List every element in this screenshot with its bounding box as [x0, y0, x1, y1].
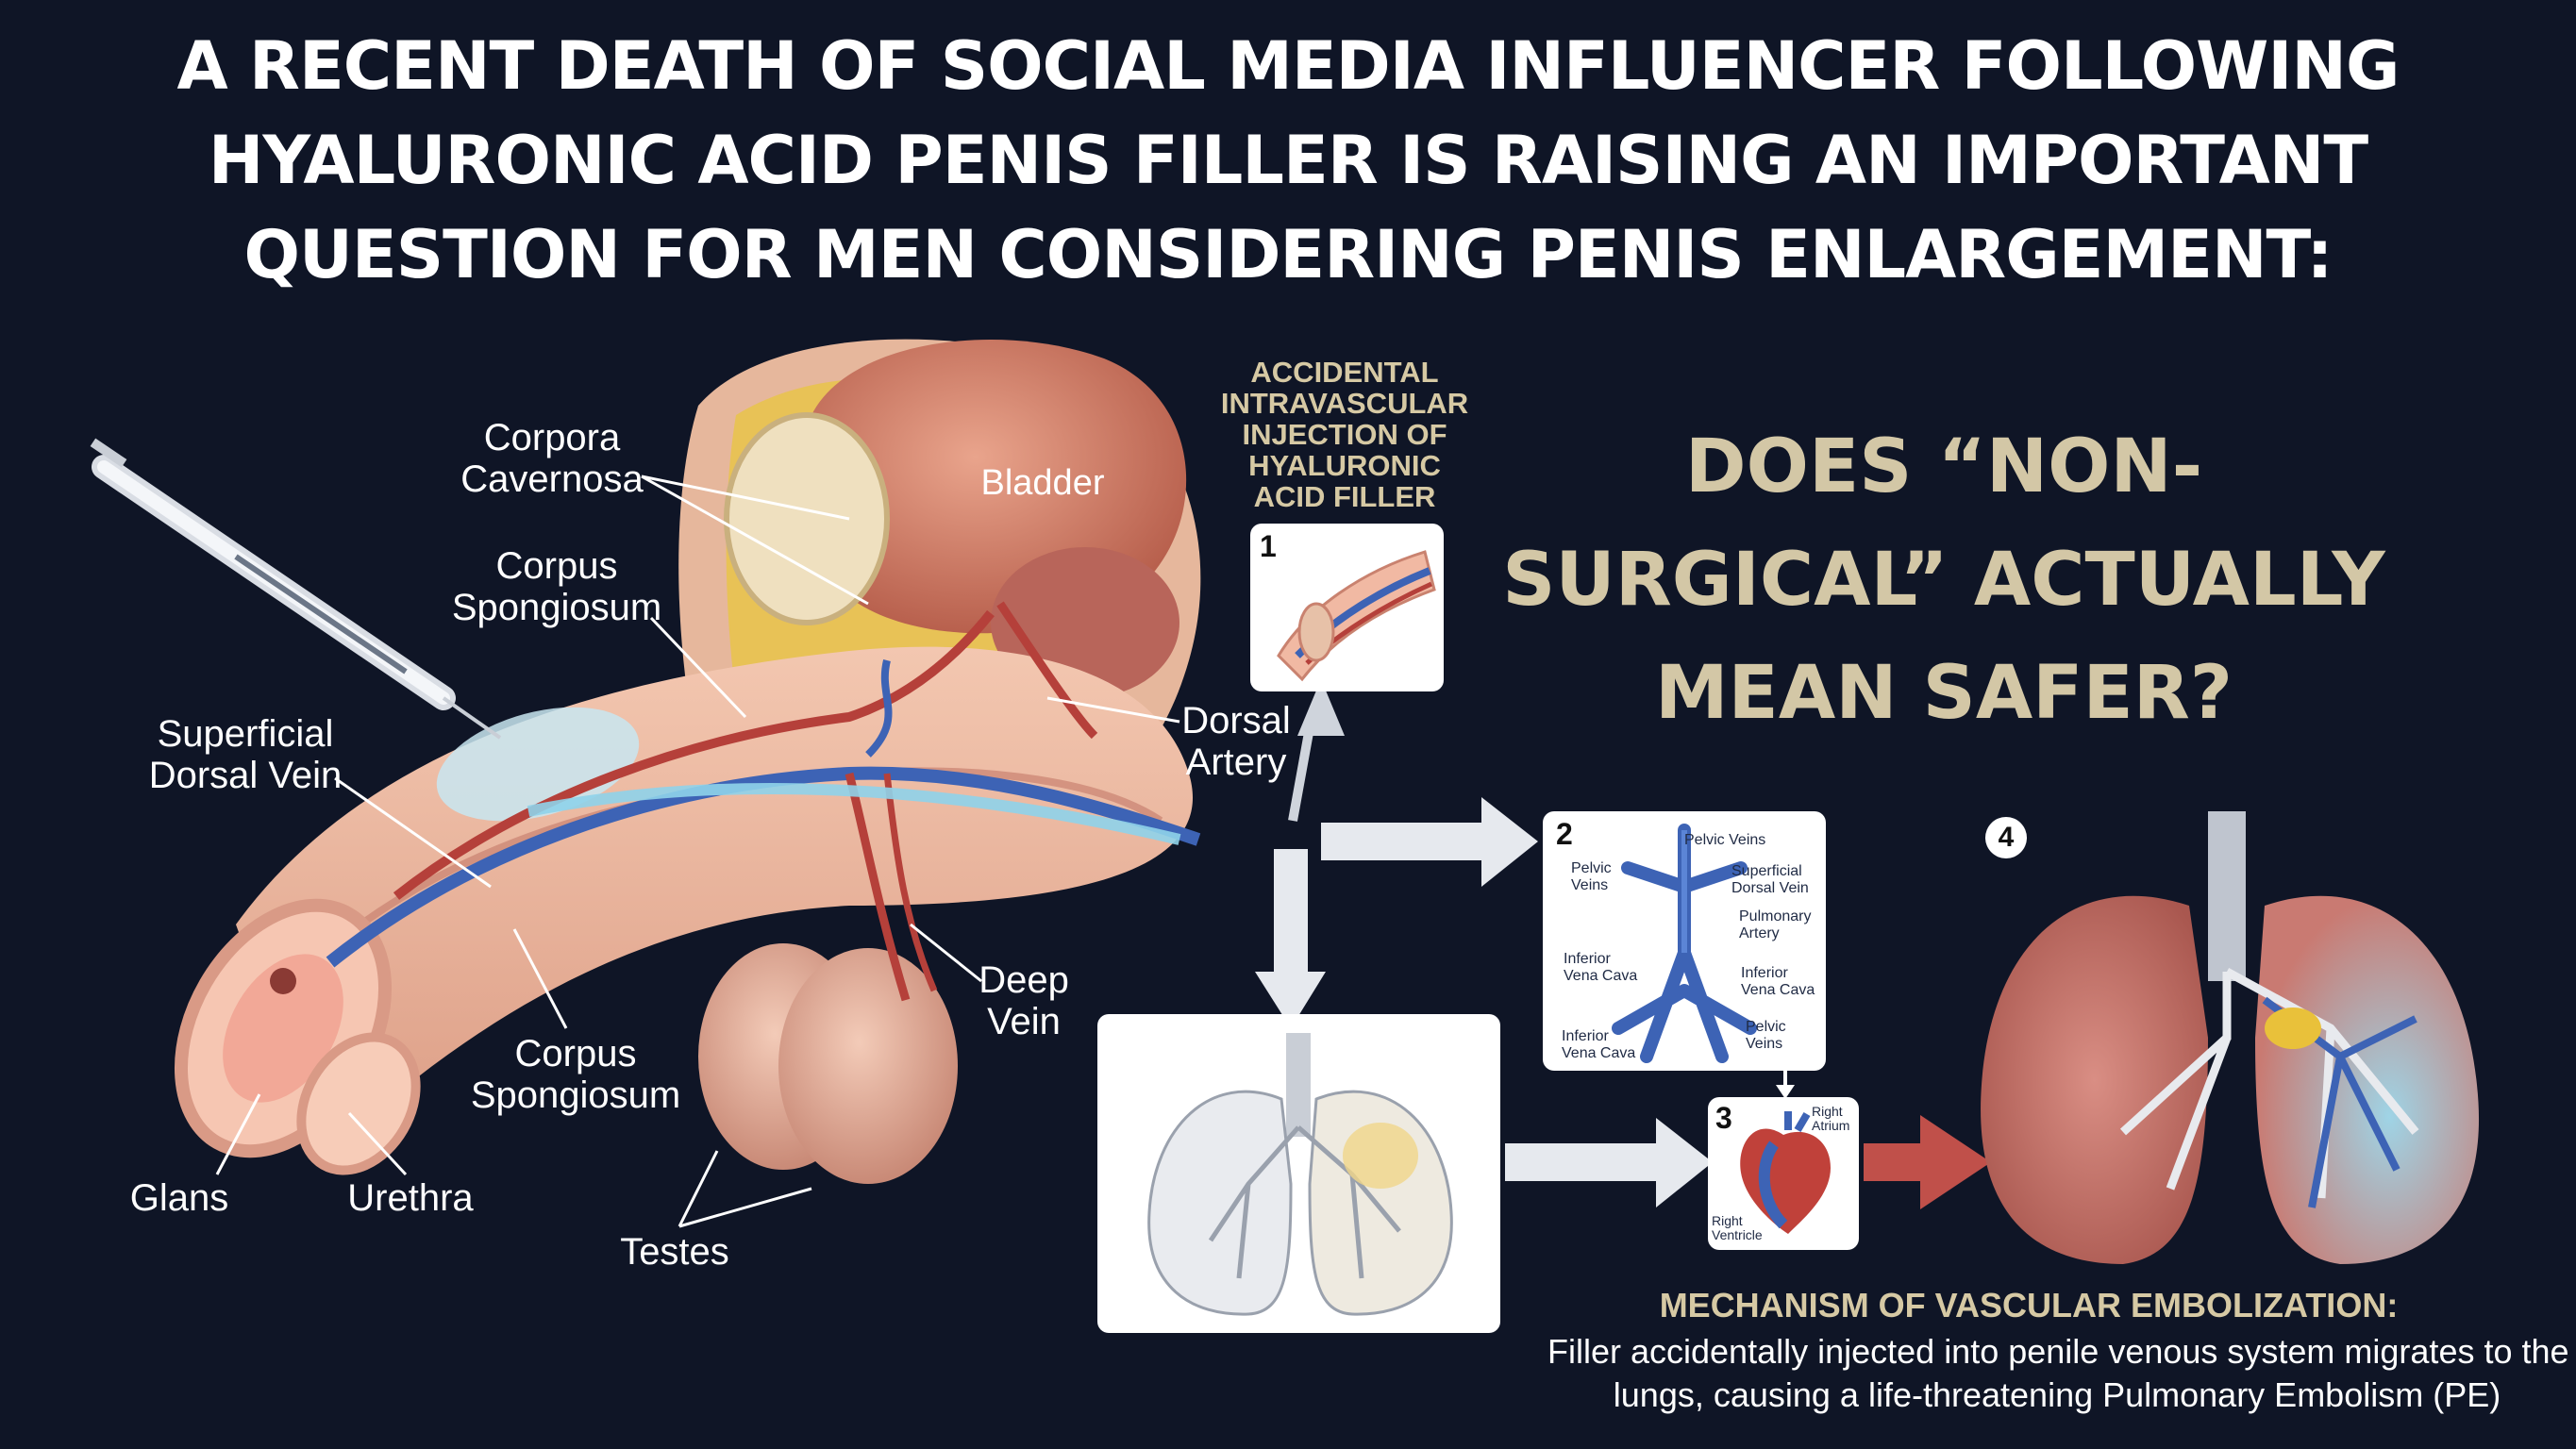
flow-arrows [1255, 679, 1991, 1209]
callout-line-1: ACCIDENTAL [1250, 356, 1439, 389]
label-superficial-dorsal-vein: Superficial Dorsal Vein [132, 713, 359, 796]
step2-pulmonary-artery-line1: Pulmonary [1739, 908, 1812, 924]
callout-line-5: ACID FILLER [1253, 480, 1436, 513]
label-superficial-dorsal-vein-line2: Dorsal Vein [148, 755, 343, 796]
headline-line-2: HYALURONIC ACID PENIS FILLER IS RAISING … [208, 122, 2368, 199]
callout-line-4: HYALURONIC [1248, 449, 1441, 482]
lungs-panel-illustration [1147, 1033, 1453, 1316]
step2-pelvic-veins-left-line2: Veins [1571, 877, 1609, 893]
question-line-3: MEAN SAFER? [1654, 651, 2233, 736]
step2-ivc-left-line2: Vena Cava [1564, 968, 1638, 984]
step2-label-inferior-vena-cava-right: Inferior Vena Cava [1741, 965, 1815, 999]
step2-ivc-right-line2: Vena Cava [1741, 982, 1815, 998]
question-line-1: DOES “NON- [1684, 425, 2203, 509]
label-deep-vein-line1: Deep [979, 959, 1069, 1001]
callout-title: ACCIDENTAL INTRAVASCULAR INJECTION OF HY… [1198, 357, 1491, 512]
step3-label-right-atrium: Right Atrium [1812, 1105, 1849, 1133]
mechanism-desc-line1: Filler accidentally injected into penile… [1547, 1332, 2569, 1371]
step2-number: 2 [1556, 817, 1573, 851]
label-glans: Glans [129, 1177, 229, 1219]
filler-deposit [436, 707, 640, 822]
step2-pelvic-veins-bottom-line1: Pelvic [1746, 1019, 1786, 1035]
step1-panel: 1 [1250, 524, 1444, 691]
step4-lungs-illustration [1981, 811, 2480, 1264]
step3-heart-illustration [1740, 1111, 1831, 1234]
step2-pelvic-veins-bottom-line2: Veins [1746, 1036, 1783, 1052]
lungs-panel [1097, 1014, 1500, 1333]
step2-panel: 2 Pelvic Veins Pelvic Veins Superficial … [1543, 811, 1826, 1071]
label-corpora-cavernosa-line2: Cavernosa [460, 458, 644, 500]
label-bladder: Bladder [980, 463, 1105, 503]
testes-organ [698, 943, 958, 1184]
step2-superficial-dorsal-vein-line2: Dorsal Vein [1731, 880, 1809, 896]
callout-line-3: INJECTION OF [1242, 418, 1447, 451]
label-deep-vein: Deep Vein [972, 959, 1076, 1042]
mechanism-description: Filler accidentally injected into penile… [1547, 1330, 2569, 1417]
headline-line-1: A RECENT DEATH OF SOCIAL MEDIA INFLUENCE… [176, 27, 2400, 105]
label-dorsal-artery-line1: Dorsal [1181, 700, 1291, 741]
step2-pelvic-veins-left-line1: Pelvic [1571, 860, 1612, 876]
leader-lines [215, 475, 1180, 1228]
step3-right-ventricle-line2: Ventricle [1712, 1227, 1763, 1242]
step2-ivc-left-line1: Inferior [1564, 951, 1611, 967]
step2-label-pulmonary-artery: Pulmonary Artery [1739, 908, 1811, 942]
main-question: DOES “NON- SURGICAL” ACTUALLY MEAN SAFER… [1444, 410, 2444, 750]
corpora-cavernosa-tissue [724, 412, 890, 625]
step2-vein-diagram [1612, 824, 1757, 1063]
label-corpus-spongiosum-top-line1: Corpus [495, 545, 618, 587]
label-corpora-cavernosa: Corpora Cavernosa [443, 417, 661, 500]
step2-label-pelvic-veins-top: Pelvic Veins [1684, 832, 1766, 848]
step3-right-ventricle-line1: Right [1712, 1213, 1743, 1228]
step3-label-right-ventricle: Right Ventricle [1712, 1214, 1763, 1242]
question-line-2: SURGICAL” ACTUALLY [1502, 538, 2385, 623]
step2-ivc-right-line1: Inferior [1741, 965, 1788, 981]
label-dorsal-artery: Dorsal Artery [1175, 700, 1297, 783]
mechanism-desc-line2: lungs, causing a life-threatening Pulmon… [1613, 1375, 2501, 1414]
label-urethra: Urethra [347, 1177, 474, 1219]
vessels [326, 601, 1201, 1002]
step4-number: 4 [1985, 817, 2027, 858]
step2-pulmonary-artery-line2: Artery [1739, 925, 1780, 941]
step2-label-inferior-vena-cava-left: Inferior Vena Cava [1564, 951, 1637, 985]
step2-superficial-dorsal-vein-line1: Superficial [1731, 863, 1802, 879]
label-corpus-spongiosum-bottom-line1: Corpus [514, 1033, 637, 1074]
label-testes: Testes [620, 1231, 729, 1273]
step2-label-pelvic-veins-left: Pelvic Veins [1571, 860, 1612, 894]
step3-panel: 3 Right Atrium Right Ventricle [1708, 1097, 1859, 1250]
label-deep-vein-line2: Vein [987, 1001, 1061, 1042]
step2-label-pelvic-veins-bottom: Pelvic Veins [1746, 1019, 1786, 1053]
step2-label-inferior-vena-cava-bottom: Inferior Vena Cava [1562, 1028, 1635, 1062]
callout-line-2: INTRAVASCULAR [1220, 387, 1469, 420]
syringe [90, 438, 502, 740]
step3-number: 3 [1715, 1101, 1732, 1135]
headline: A RECENT DEATH OF SOCIAL MEDIA INFLUENCE… [113, 19, 2463, 302]
label-corpus-spongiosum-top-line2: Spongiosum [451, 587, 662, 628]
step1-vessel-illustration [1277, 550, 1436, 682]
step3-right-atrium-line2: Atrium [1812, 1118, 1850, 1133]
label-dorsal-artery-line2: Artery [1185, 741, 1287, 783]
step3-right-atrium-line1: Right [1812, 1104, 1843, 1119]
step2-label-superficial-dorsal-vein: Superficial Dorsal Vein [1731, 863, 1809, 897]
label-corpora-cavernosa-line1: Corpora [483, 417, 621, 458]
label-corpus-spongiosum-bottom: Corpus Spongiosum [462, 1033, 689, 1116]
label-superficial-dorsal-vein-line1: Superficial [157, 713, 334, 755]
mechanism-title: MECHANISM OF VASCULAR EMBOLIZATION: [1659, 1286, 2399, 1324]
step2-ivc-bottom-line2: Vena Cava [1562, 1045, 1636, 1061]
headline-line-3: QUESTION FOR MEN CONSIDERING PENIS ENLAR… [243, 216, 2333, 293]
label-corpus-spongiosum-top: Corpus Spongiosum [443, 545, 670, 628]
step2-ivc-bottom-line1: Inferior [1562, 1028, 1609, 1044]
label-corpus-spongiosum-bottom-line2: Spongiosum [470, 1074, 681, 1116]
step1-number: 1 [1260, 529, 1277, 563]
